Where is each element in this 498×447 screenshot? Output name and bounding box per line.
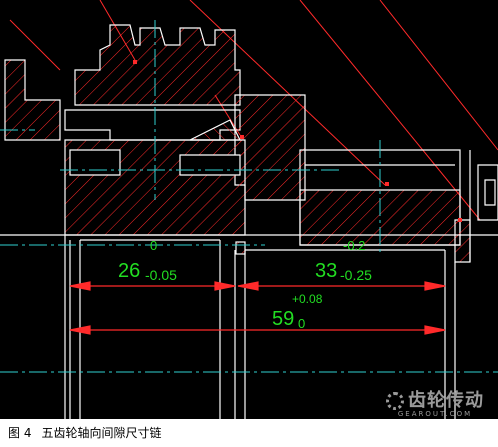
right-housing [299, 149, 498, 263]
dim-59-tol-upper: +0.08 [292, 292, 323, 306]
gear-icon [386, 392, 404, 410]
dim-26-tol-upper: 0 [150, 238, 157, 253]
dim-33: 33 -0.2 -0.25 [315, 238, 372, 283]
watermark-logo: 齿轮传动 GEAROUT.COM [386, 386, 484, 418]
cad-drawing: 26 0 -0.05 33 -0.2 -0.25 59 +0.08 0 [0, 0, 498, 419]
shaft-outlines [0, 234, 498, 419]
centerlines [0, 20, 498, 373]
figure-caption: 图 4 五齿轮轴向间隙尺寸链 [8, 424, 171, 441]
leader-dots [133, 60, 462, 222]
watermark-brand: 齿轮传动 [408, 390, 484, 411]
dimension-lines [69, 281, 446, 335]
dim-26: 26 0 -0.05 [118, 238, 177, 283]
figure-title: 五齿轮轴向间隙尺寸链 [41, 426, 162, 440]
dim-33-tol-upper: -0.2 [343, 238, 365, 253]
dim-26-nominal: 26 [118, 260, 140, 282]
figure-number: 图 4 [8, 426, 32, 440]
dim-26-tol-lower: -0.05 [145, 267, 177, 283]
watermark-sub: GEAROUT.COM [397, 410, 473, 418]
dim-33-nominal: 33 [315, 260, 337, 282]
dim-59: 59 +0.08 0 [272, 292, 323, 331]
dim-59-tol-lower: 0 [298, 316, 305, 331]
dim-59-nominal: 59 [272, 308, 294, 330]
cad-canvas: 26 0 -0.05 33 -0.2 -0.25 59 +0.08 0 [0, 0, 498, 419]
dim-33-tol-lower: -0.25 [340, 267, 372, 283]
